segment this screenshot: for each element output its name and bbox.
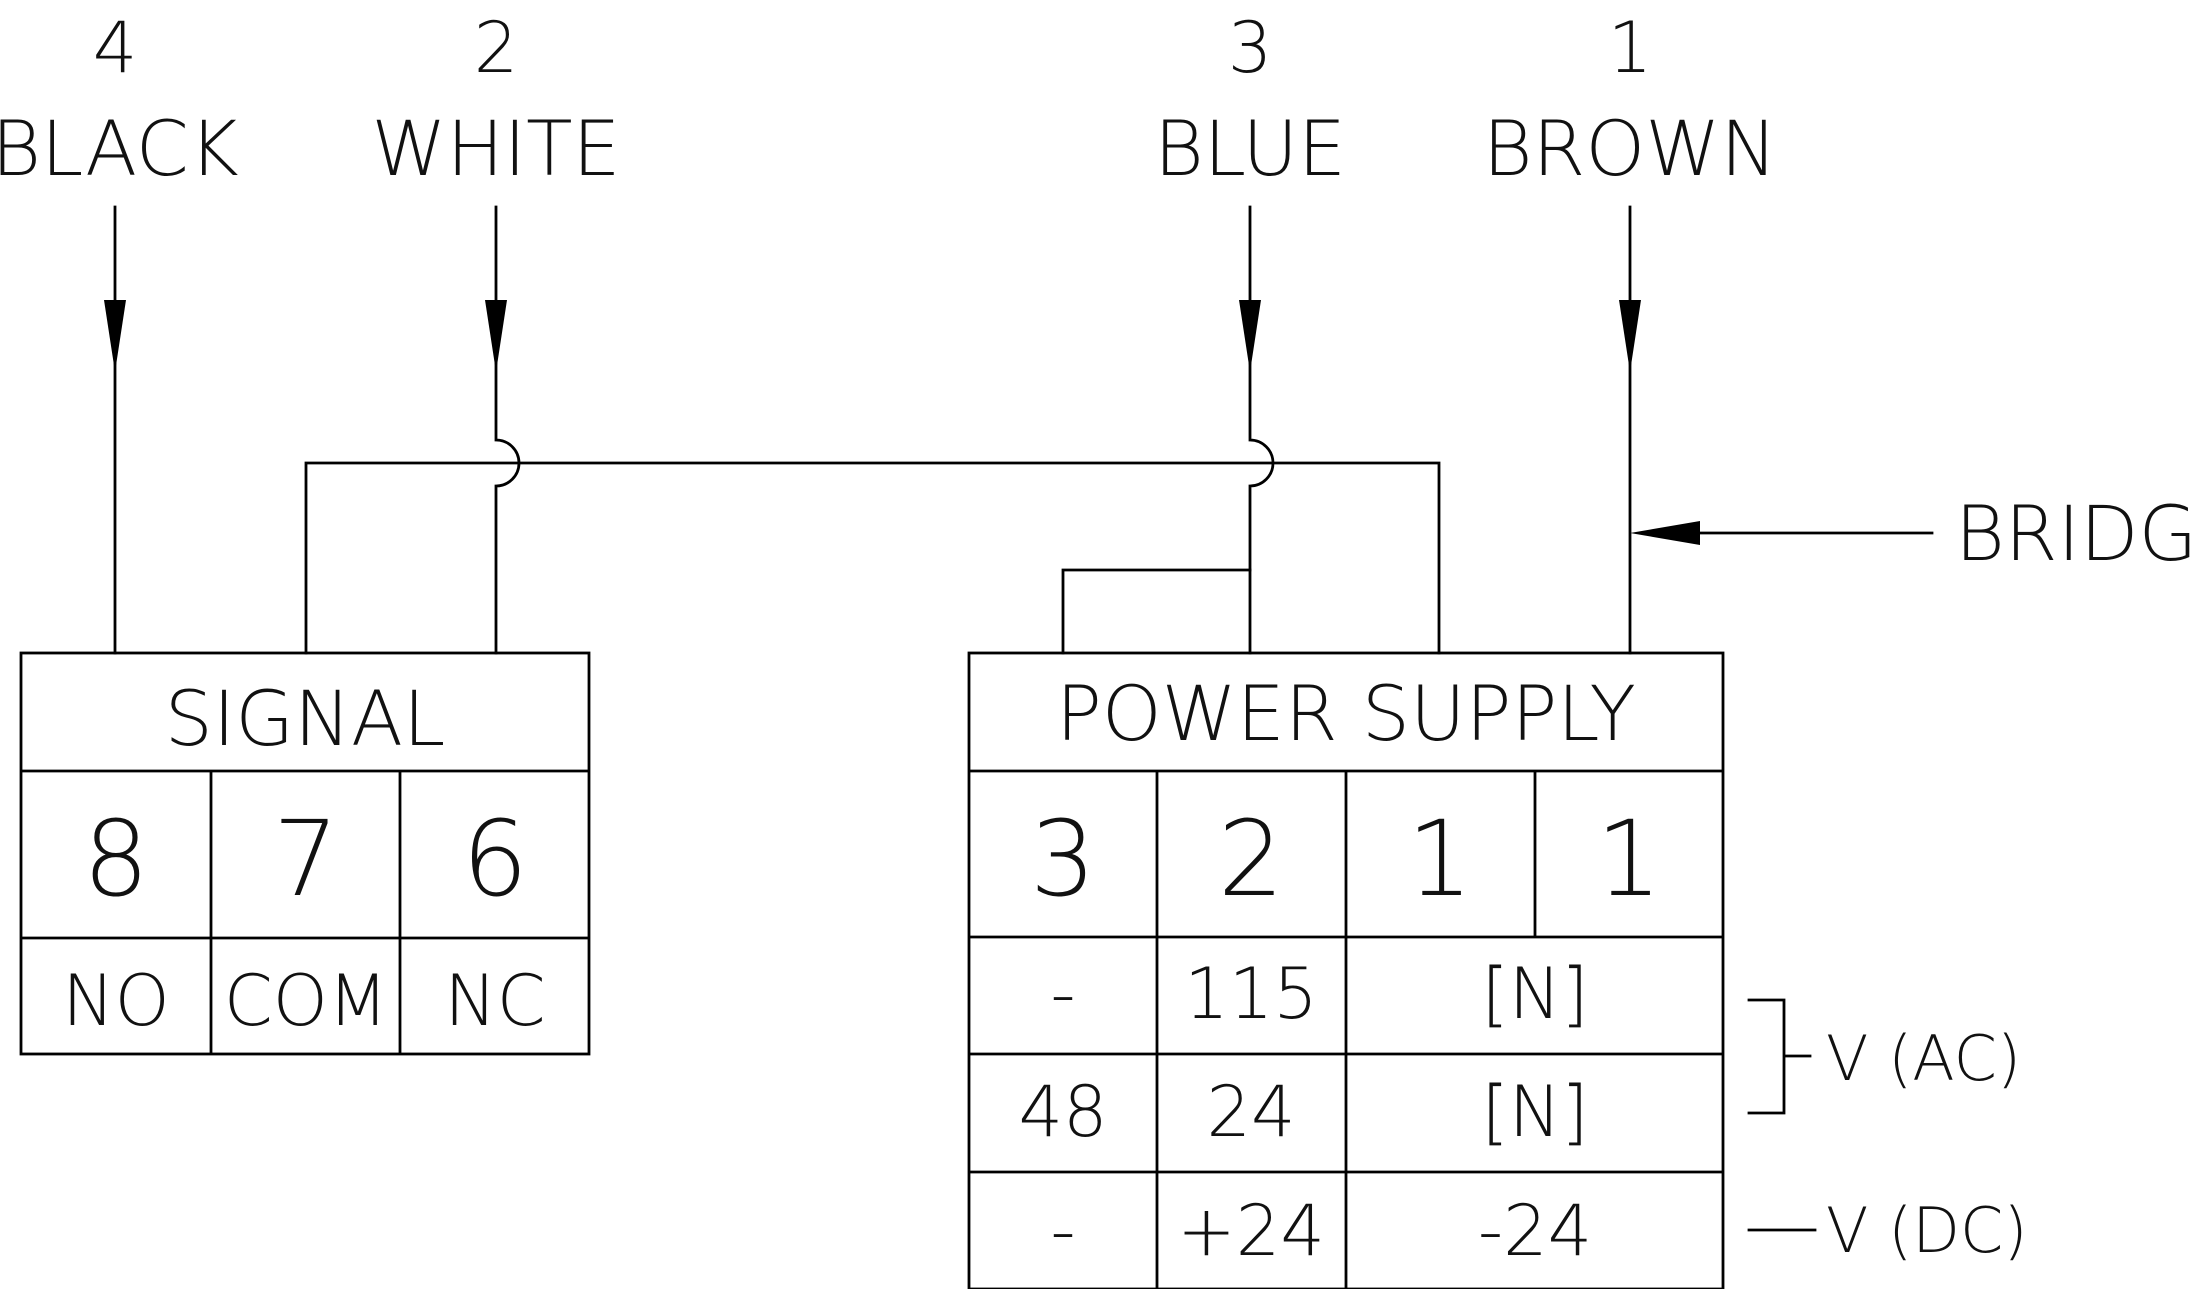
signal-title: SIGNAL (165, 674, 446, 763)
wire-blue-color: BLUE (1154, 104, 1346, 193)
wire-black-color: BLACK (0, 104, 239, 193)
wire-white (494, 205, 521, 655)
wire-labels: 4 BLACK 2 WHITE 3 BLUE 1 BROWN (0, 7, 1777, 193)
wire-brown-color: BROWN (1483, 104, 1777, 193)
signal-frame (19, 651, 591, 1056)
wires (113, 205, 1934, 655)
signal-terminal-6: 6 (462, 798, 528, 920)
ac-bracket (1747, 998, 1812, 1115)
ps-row3-t1: -24 (1478, 1190, 1592, 1272)
ps-row1-t1: [N] (1482, 953, 1589, 1035)
wire-white-color: WHITE (371, 104, 620, 193)
ps-row2-t1: [N] (1482, 1071, 1589, 1153)
ps-row2-t2: 24 (1206, 1071, 1295, 1153)
wire-blue-jumper (1061, 568, 1252, 655)
signal-function-no: NO (62, 960, 169, 1042)
wire-brown-number: 1 (1608, 7, 1653, 89)
wire-black-number: 4 (93, 7, 138, 89)
signal-function-com: COM (224, 960, 388, 1042)
voltage-legends: V (AC) V (DC) (1747, 998, 2028, 1267)
bridge-label: BRIDGE (1955, 489, 2200, 578)
ps-terminal-3: 3 (1030, 798, 1096, 920)
wire-white-number: 2 (474, 7, 519, 89)
ps-terminal-1a: 1 (1407, 798, 1473, 920)
wire-arrowheads (104, 300, 1700, 545)
ps-terminal-2: 2 (1218, 798, 1284, 920)
wire-com-crossover (304, 461, 1441, 655)
legend-dc: V (DC) (1826, 1194, 2028, 1267)
power-supply-frame (967, 651, 1725, 1289)
ps-row1-t2: 115 (1184, 953, 1318, 1035)
arrowhead-bridge (1630, 521, 1700, 545)
ps-row2-t3: 48 (1018, 1071, 1107, 1153)
power-supply-terminal-block: POWER SUPPLY 3 2 1 1 - 115 [N] 48 24 [N]… (967, 651, 1725, 1289)
ps-row3-t3: - (1050, 1190, 1075, 1272)
signal-terminal-8: 8 (83, 798, 149, 920)
legend-ac: V (AC) (1826, 1022, 2021, 1095)
wire-blue (1248, 205, 1275, 655)
signal-terminal-7: 7 (273, 798, 339, 920)
ps-terminal-1b: 1 (1596, 798, 1662, 920)
power-supply-title: POWER SUPPLY (1056, 669, 1636, 758)
ps-row1-t3: - (1050, 953, 1075, 1035)
ps-row3-t2: +24 (1177, 1190, 1325, 1272)
signal-function-nc: NC (444, 960, 545, 1042)
signal-terminal-block: SIGNAL 8 7 6 NO COM NC (19, 651, 591, 1056)
wire-blue-number: 3 (1228, 7, 1273, 89)
